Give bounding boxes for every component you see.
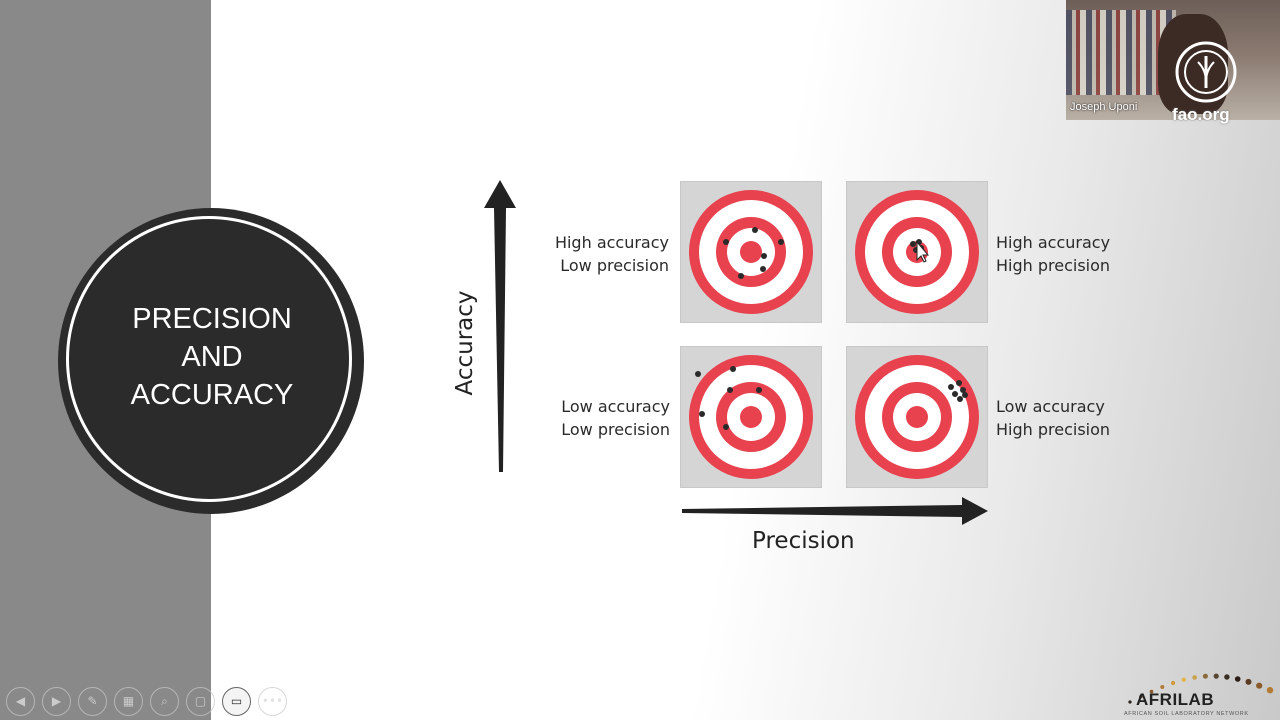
target-high-accuracy-low-precision xyxy=(680,181,822,323)
target-hit-dot xyxy=(960,387,966,393)
target-hit-dot xyxy=(752,227,758,233)
arrow-right-icon: ▶ xyxy=(51,694,62,708)
afrilab-logo-dot xyxy=(1224,674,1230,680)
afrilab-logo-dot xyxy=(1128,700,1132,704)
black-screen-button[interactable]: ▢ xyxy=(186,686,215,716)
pen-tool-button[interactable]: ✎ xyxy=(78,686,107,716)
target-hit-dot xyxy=(910,241,916,247)
afrilab-logo-dot xyxy=(1266,687,1274,694)
target-hit-dot xyxy=(727,387,733,393)
target-hit-dot xyxy=(962,392,968,398)
video-camera-icon: ▭ xyxy=(230,694,243,708)
target-ring xyxy=(740,241,762,263)
afrilab-name: AFRILAB xyxy=(1136,690,1215,709)
y-axis-label: Accuracy xyxy=(452,290,478,396)
x-axis-arrow xyxy=(682,497,988,525)
afrilab-logo-dot xyxy=(1139,695,1143,699)
target-ring xyxy=(740,406,762,428)
quadrant-label-line: High accuracy xyxy=(996,233,1111,252)
afrilab-logo-dot xyxy=(1149,689,1154,694)
afrilab-logo-dot xyxy=(1171,680,1176,686)
more-options-button[interactable]: ••• xyxy=(258,686,287,716)
afrilab-logo-dot xyxy=(1160,685,1165,689)
target-hit-dot xyxy=(778,239,784,245)
target-icon xyxy=(689,190,813,314)
afrilab-logo-icon xyxy=(1128,673,1274,704)
target-hit-dot xyxy=(756,387,762,393)
quadrant-label-line: High precision xyxy=(996,256,1111,275)
target-icon xyxy=(855,190,979,314)
see-all-slides-button[interactable]: ▦ xyxy=(114,686,143,716)
slide-title-line-3: ACCURACY xyxy=(130,379,294,411)
target-ring xyxy=(906,406,928,428)
x-axis-label: Precision xyxy=(752,528,855,554)
target-low-accuracy-low-precision xyxy=(680,346,822,488)
target-hit-dot xyxy=(957,396,963,402)
afrilab-logo-dot xyxy=(1234,676,1241,682)
quadrant-label-top-left: High accuracy Low precision xyxy=(555,231,669,277)
target-hit-dot xyxy=(723,239,729,245)
zoom-button[interactable]: ⌕ xyxy=(150,686,179,716)
target-hit-dot xyxy=(695,371,701,377)
target-hit-dot xyxy=(730,366,736,372)
previous-slide-button[interactable]: ◀ xyxy=(6,686,35,716)
arrow-left-icon: ◀ xyxy=(15,694,26,708)
video-background-shelf xyxy=(1066,10,1176,95)
target-hit-dot xyxy=(723,424,729,430)
slide-title-line-1: PRECISION xyxy=(132,303,292,335)
next-slide-button[interactable]: ▶ xyxy=(42,686,71,716)
slide-title-line-2: AND xyxy=(181,341,243,373)
target-icon xyxy=(855,355,979,479)
y-axis-arrow xyxy=(484,180,516,472)
target-icon xyxy=(689,355,813,479)
quadrant-label-line: Low precision xyxy=(561,420,670,439)
slide-title: PRECISION AND ACCURACY xyxy=(66,300,358,414)
target-hit-dot xyxy=(948,384,954,390)
quadrant-label-bottom-left: Low accuracy Low precision xyxy=(561,395,670,441)
afrilab-logo-dot xyxy=(1192,675,1197,680)
quadrant-label-top-right: High accuracy High precision xyxy=(996,231,1110,277)
title-circle-ring xyxy=(66,216,352,502)
target-hit-dot xyxy=(738,273,744,279)
magnifier-icon: ⌕ xyxy=(161,693,168,708)
afrilab-logo-dot xyxy=(1202,673,1208,679)
quadrant-label-line: High accuracy xyxy=(554,233,669,252)
pen-icon: ✎ xyxy=(87,694,98,708)
fao-url-watermark: fao.org xyxy=(1172,105,1230,124)
target-hit-dot xyxy=(760,266,766,272)
ellipsis-icon: ••• xyxy=(261,694,284,708)
target-hit-dot xyxy=(761,253,767,259)
fao-logo-icon xyxy=(1175,41,1237,103)
afrilab-logo-dot xyxy=(1245,678,1252,685)
presenter-toolbar: ◀ ▶ ✎ ▦ ⌕ ▢ ▭ ••• xyxy=(6,686,287,716)
afrilab-tagline: AFRICAN SOIL LABORATORY NETWORK xyxy=(1124,711,1249,717)
target-hit-dot xyxy=(956,380,962,386)
participant-video-tile[interactable]: Joseph Uponi xyxy=(1066,0,1280,120)
afrilab-logo-dot xyxy=(1256,682,1263,689)
grid-icon: ▦ xyxy=(122,694,135,708)
camera-toggle-button[interactable]: ▭ xyxy=(222,686,251,716)
quadrant-label-line: Low accuracy xyxy=(561,397,670,416)
afrilab-logo-dot xyxy=(1181,677,1186,682)
quadrant-label-line: Low accuracy xyxy=(996,397,1105,416)
quadrant-label-line: High precision xyxy=(996,420,1111,439)
screen-icon: ▢ xyxy=(194,694,207,708)
target-hit-dot xyxy=(952,391,958,397)
participant-name-label: Joseph Uponi xyxy=(1070,101,1138,113)
quadrant-label-bottom-right: Low accuracy High precision xyxy=(996,395,1110,441)
mouse-pointer-icon xyxy=(916,240,930,263)
target-hit-dot xyxy=(699,411,705,417)
target-high-accuracy-high-precision xyxy=(846,181,988,323)
afrilab-logo-dot xyxy=(1213,673,1219,679)
target-low-accuracy-high-precision xyxy=(846,346,988,488)
quadrant-label-line: Low precision xyxy=(560,256,669,275)
